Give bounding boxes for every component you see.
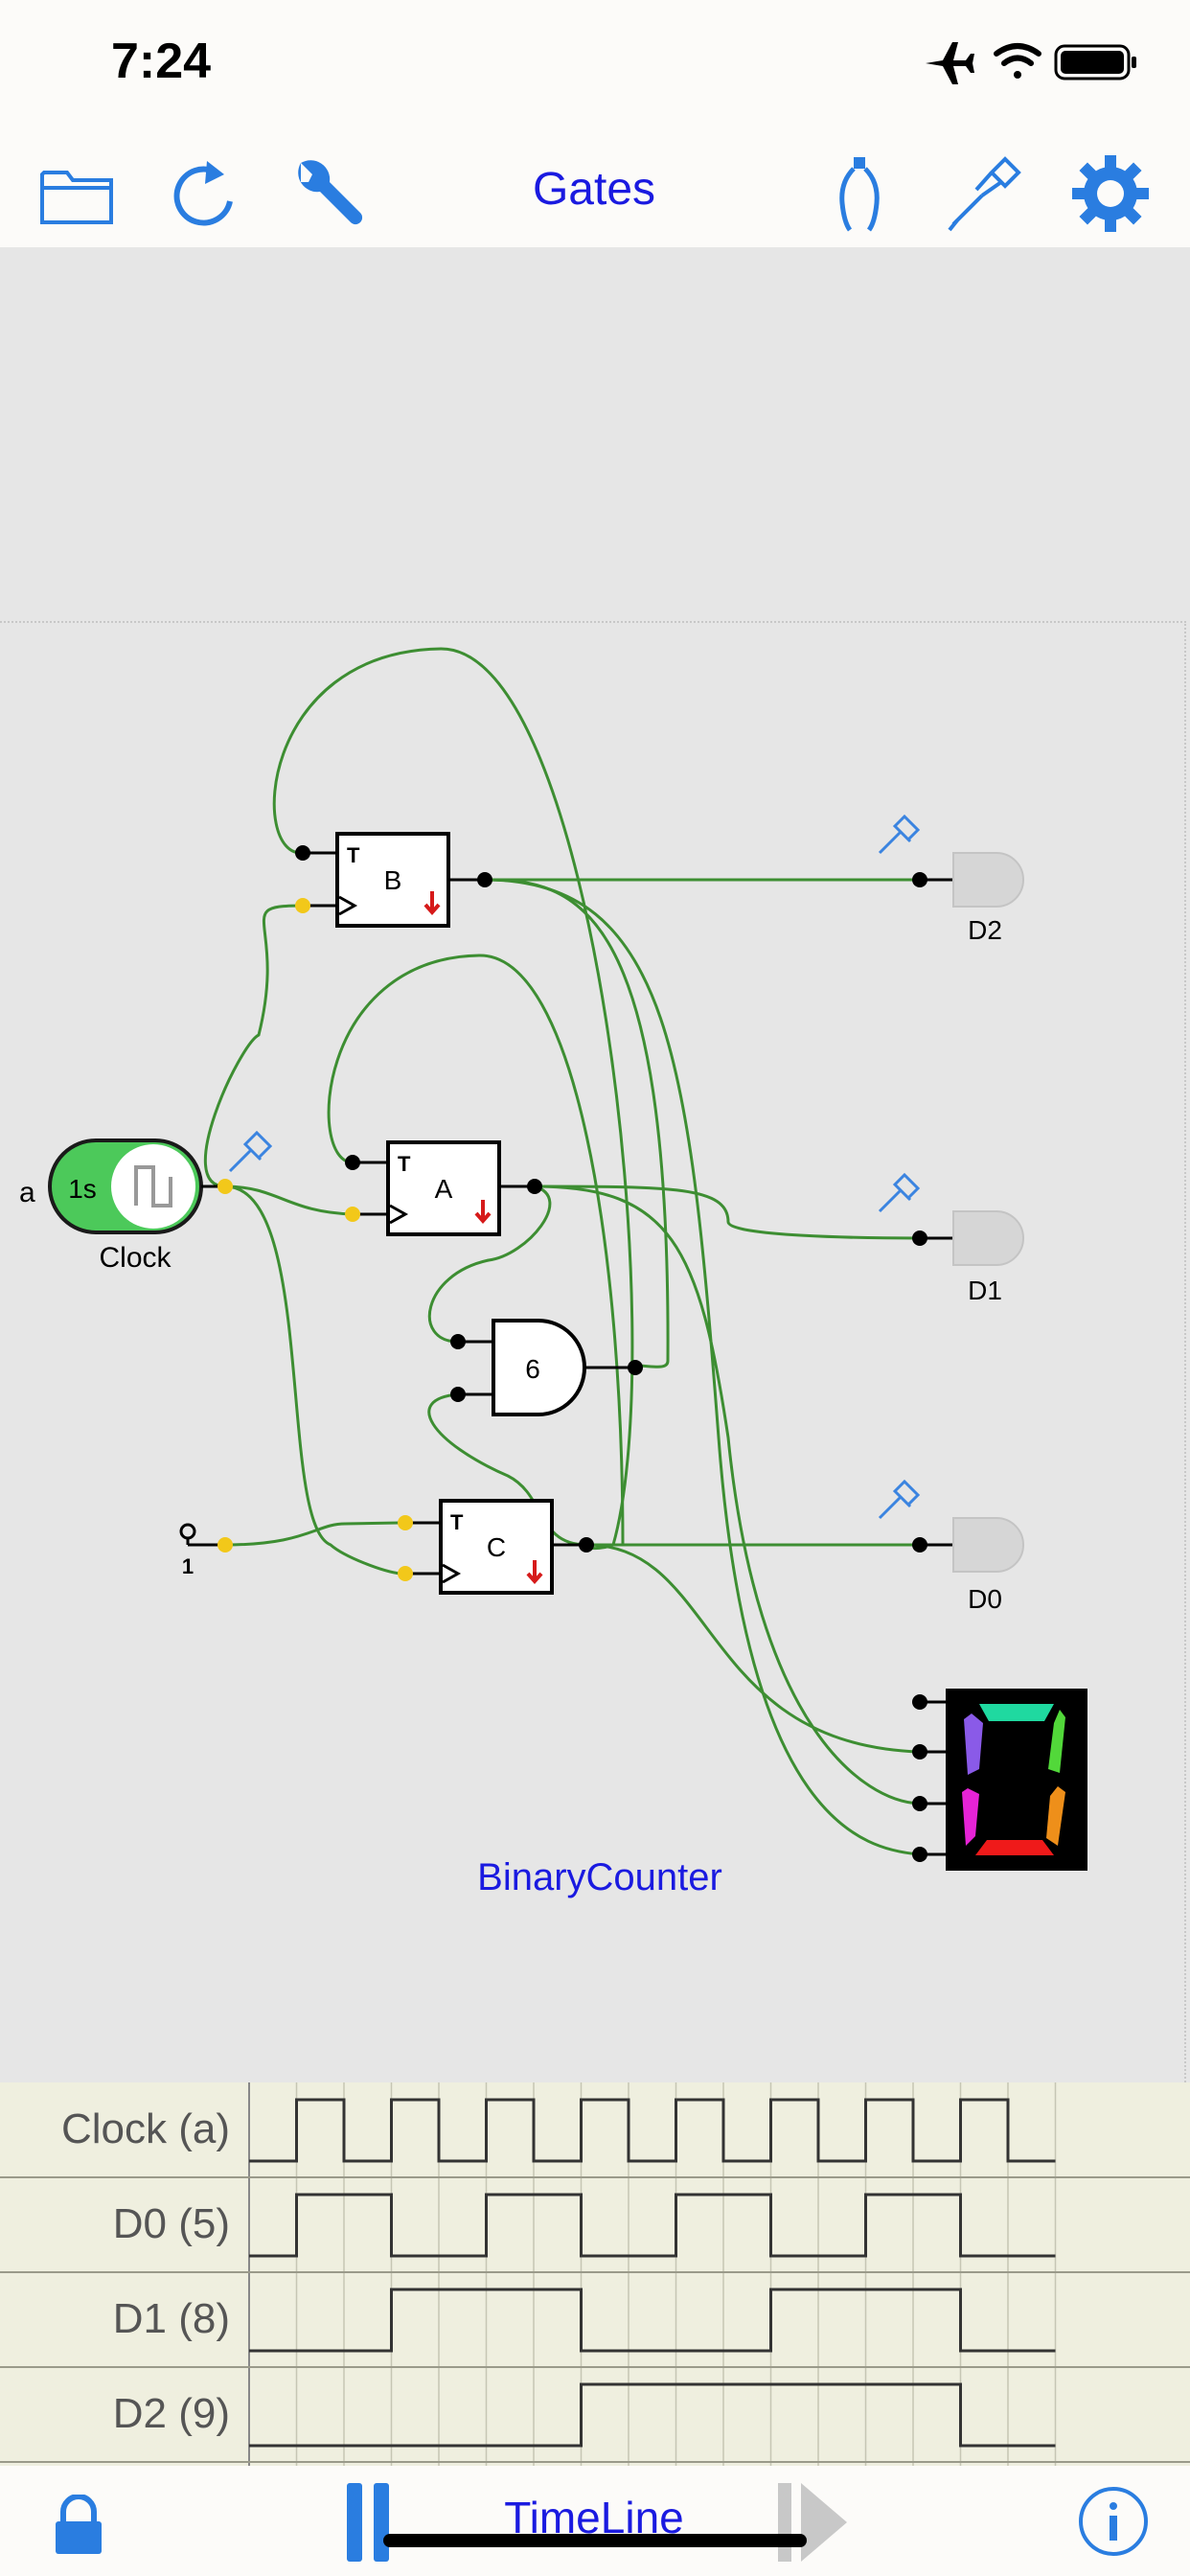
led-d2[interactable]: D2 (878, 814, 1024, 945)
wifi-icon (994, 43, 1041, 79)
page-boundary (0, 621, 1186, 2082)
flipflop-b[interactable]: T B (295, 832, 492, 928)
clock-period: 1s (68, 1174, 97, 1204)
step-forward-icon[interactable] (774, 2479, 851, 2565)
square-wave-icon (134, 1165, 172, 1208)
d0-probe-icon[interactable] (878, 1479, 921, 1520)
and-gate[interactable]: 6 (450, 1319, 643, 1416)
timeline-row-label: D2 (9) (112, 2390, 230, 2437)
refresh-icon[interactable] (163, 153, 243, 234)
airplane-icon (926, 42, 974, 84)
status-time: 7:24 (111, 34, 212, 89)
wire-a-q-d1[interactable] (534, 1184, 921, 1240)
timeline-chart (0, 2082, 1190, 2466)
led-d0[interactable]: D0 (878, 1479, 1024, 1614)
segment-bottom-right (1046, 1786, 1065, 1846)
flipflop-c-type: T (450, 1510, 464, 1534)
timeline-row-label: Clock (a) (60, 2105, 230, 2152)
wires (203, 647, 921, 1856)
cutter-icon[interactable] (819, 153, 900, 234)
timeline-waveform (249, 2193, 1056, 2258)
status-icons (926, 42, 1136, 84)
probe-icon[interactable] (944, 153, 1024, 234)
timeline-waveform (249, 2098, 1056, 2163)
flipflop-b-label: B (384, 865, 402, 895)
wire-a-q-and[interactable] (427, 1184, 552, 1344)
seven-segment-display[interactable] (912, 1689, 1087, 1871)
wire-c-q-seg[interactable] (585, 1543, 921, 1754)
segment-bottom (975, 1840, 1054, 1855)
info-icon[interactable] (1077, 2485, 1150, 2558)
clock-label: Clock (99, 1242, 172, 1274)
wire-clock-b[interactable] (203, 904, 304, 1188)
wire-b-q-and[interactable] (484, 878, 670, 1368)
flipflop-a[interactable]: T A (345, 1140, 542, 1236)
wire-clock-a[interactable] (224, 1184, 354, 1216)
segment-top (979, 1704, 1054, 1721)
timeline-waveform (249, 2382, 1056, 2448)
wire-a-t-feedback[interactable] (327, 954, 625, 1546)
timeline-row-label: D1 (8) (112, 2295, 230, 2342)
battery-icon (1054, 44, 1136, 80)
timeline-waves (249, 2098, 1056, 2448)
clock-prefix: a (19, 1177, 35, 1208)
wire-const-c[interactable] (224, 1521, 401, 1547)
wire-clock-c[interactable] (224, 1184, 401, 1576)
flipflop-a-type: T (398, 1152, 411, 1176)
wire-a-q-seg[interactable] (534, 1184, 921, 1806)
timeline-row-label: D0 (5) (112, 2200, 230, 2247)
segment-bottom-left (962, 1788, 979, 1846)
bottom-bar (0, 2466, 1190, 2576)
segment-top-right (1048, 1710, 1065, 1773)
home-indicator (383, 2534, 807, 2547)
wire-b-q-seg[interactable] (484, 878, 921, 1856)
lock-icon[interactable] (50, 2495, 107, 2556)
status-bar: 7:24 (0, 0, 1190, 134)
and-gate-label: 6 (525, 1354, 540, 1384)
led-d2-label: D2 (968, 915, 1002, 945)
timeline-panel[interactable]: Clock (a) D0 (5) D1 (8) D2 (9) (0, 2082, 1190, 2466)
flipflop-c[interactable]: T C (398, 1499, 594, 1595)
d2-probe-icon[interactable] (878, 814, 921, 855)
toolbar: Gates (0, 134, 1190, 247)
flipflop-a-label: A (435, 1174, 453, 1204)
led-d0-label: D0 (968, 1584, 1002, 1614)
constant-label: 1 (182, 1554, 194, 1578)
wire-b-t-feedback[interactable] (272, 647, 634, 1551)
d1-probe-icon[interactable] (878, 1172, 921, 1213)
flipflop-b-type: T (347, 843, 360, 867)
wrench-icon[interactable] (287, 153, 368, 234)
display-segments (962, 1704, 1065, 1855)
gear-icon[interactable] (1070, 153, 1151, 234)
timeline-waveform (249, 2288, 1056, 2353)
clock-source[interactable]: a 1s Clock (19, 1130, 273, 1274)
led-d1-label: D1 (968, 1276, 1002, 1305)
clock-probe-icon[interactable] (228, 1130, 273, 1173)
pause-icon[interactable] (341, 2479, 399, 2565)
circuit-title[interactable]: BinaryCounter (477, 1856, 722, 1898)
toolbar-title[interactable]: Gates (532, 164, 656, 215)
folder-icon[interactable] (36, 153, 117, 234)
constant-one[interactable]: 1 (179, 1523, 233, 1578)
led-d1[interactable]: D1 (878, 1172, 1024, 1305)
flipflop-c-label: C (487, 1532, 506, 1562)
circuit-diagram: T B T A T C (19, 647, 1087, 1898)
segment-top-left (964, 1714, 983, 1775)
